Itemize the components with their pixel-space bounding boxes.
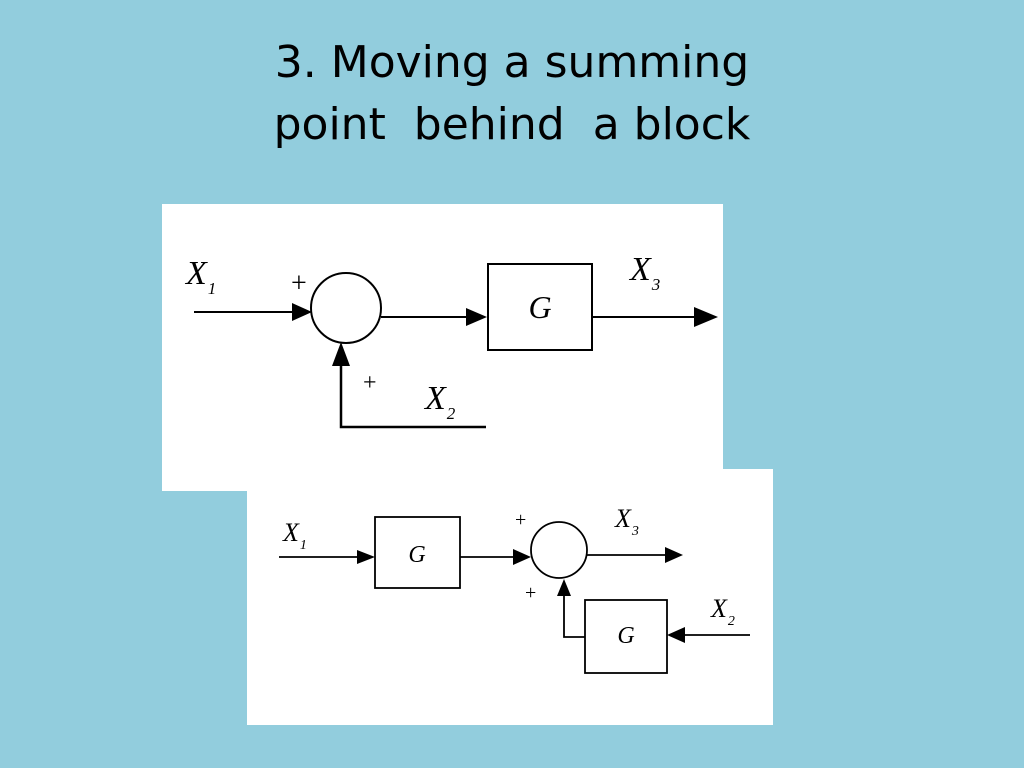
input-x2-arrowhead (332, 342, 350, 366)
sign-plus-main: + (515, 509, 526, 531)
feedback-path (563, 591, 585, 638)
block-g-forward-label: G (408, 542, 425, 568)
block-g-feedback-label: G (617, 623, 634, 649)
feedback-arrowhead (557, 579, 571, 596)
label-x2: X2 (423, 380, 456, 423)
sign-plus-feedback: + (363, 370, 377, 396)
label-x3: X3 (628, 251, 660, 294)
summing-junction (310, 272, 382, 344)
block-g (487, 263, 593, 351)
summer-to-block-arrowhead (466, 308, 487, 326)
label-x3: X3 (614, 504, 639, 539)
input-x2-arrowhead (667, 627, 685, 643)
label-x2: X2 (710, 594, 735, 629)
label-x1: X1 (282, 518, 307, 553)
summing-junction (530, 521, 588, 579)
block-to-summer-arrowhead (513, 549, 531, 565)
input-x1-arrowhead (292, 303, 312, 321)
title-line-1: 3. Moving a summing (274, 37, 750, 88)
slide-title: 3. Moving a summing point behind a block (0, 32, 1024, 156)
output-x3-arrowhead (694, 307, 718, 327)
block-g-label: G (528, 289, 551, 325)
equivalent-diagram-panel: G G X1 X3 X2 + + (247, 469, 773, 725)
block-g-forward (374, 516, 461, 589)
output-x3-arrowhead (665, 547, 683, 563)
input-x1-arrowhead (357, 550, 375, 564)
label-x1: X1 (184, 255, 216, 298)
sign-plus-feedback: + (525, 582, 536, 604)
title-line-2: point behind a block (273, 99, 751, 150)
block-g-feedback (584, 599, 668, 674)
original-diagram: G X1 X3 X2 + + (184, 251, 718, 429)
original-diagram-panel: G X1 X3 X2 + + (162, 204, 723, 491)
input-x2-path (339, 356, 486, 429)
equivalent-diagram: G G X1 X3 X2 + + (279, 504, 750, 674)
sign-plus-main: + (291, 268, 307, 299)
